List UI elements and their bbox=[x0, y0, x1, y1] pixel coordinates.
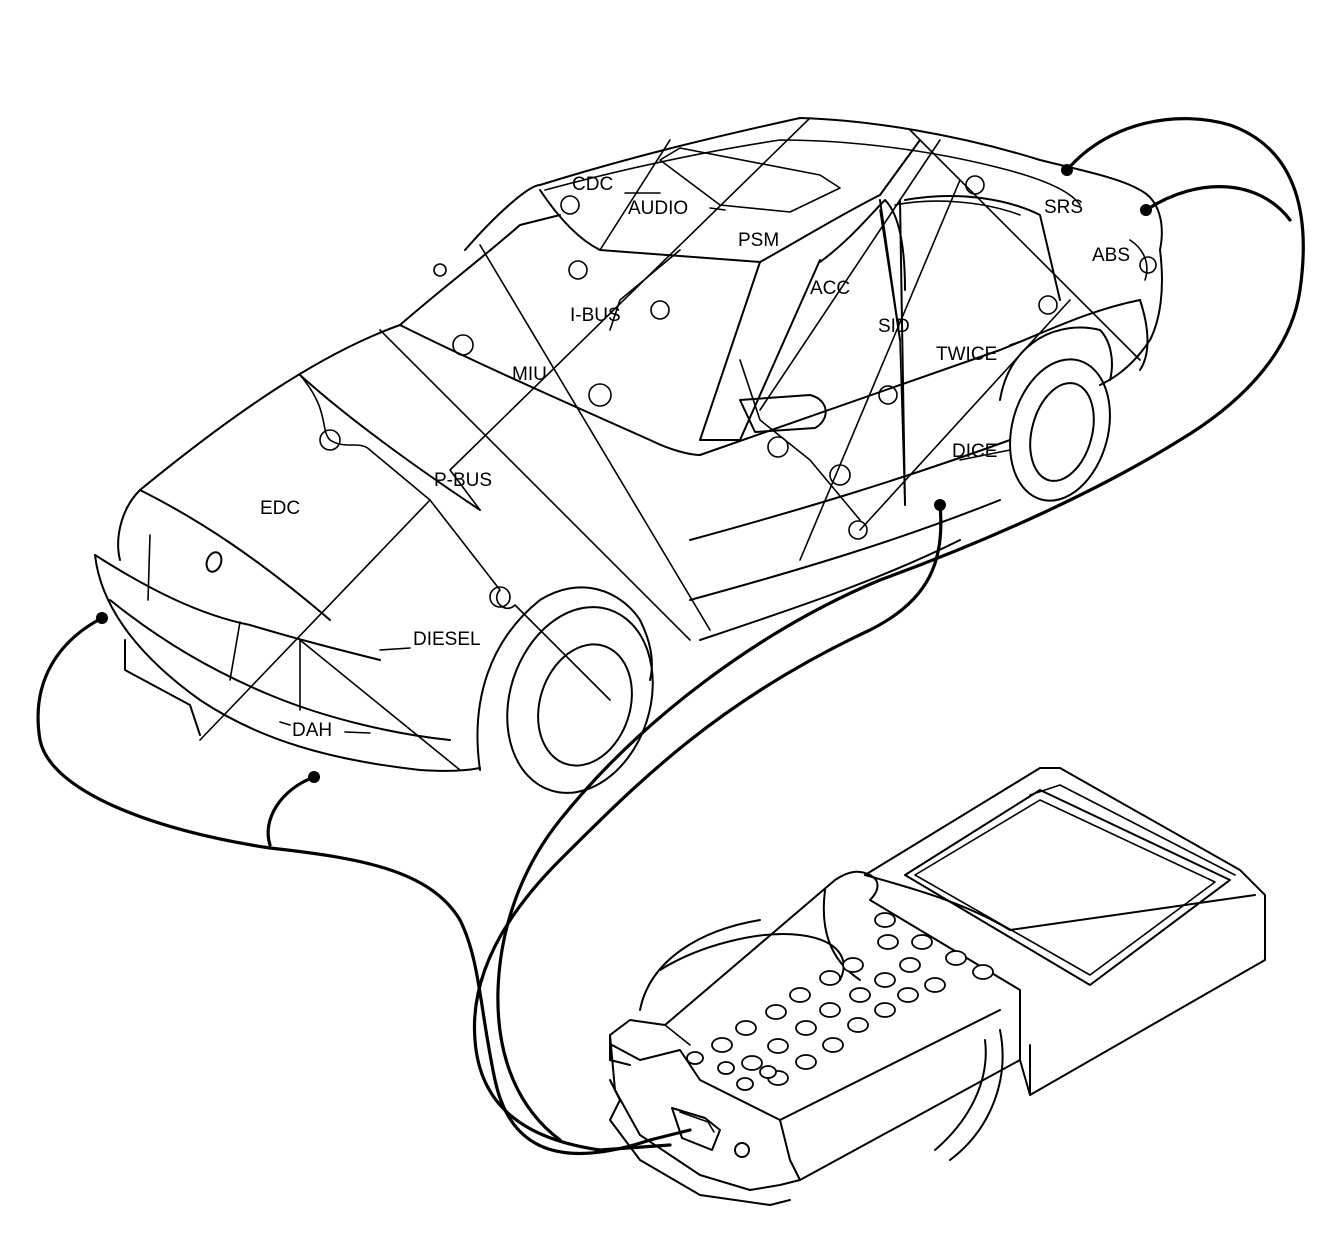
label-diesel: DIESEL bbox=[413, 629, 481, 650]
label-srs: SRS bbox=[1044, 197, 1083, 218]
module-labels: CDC AUDIO PSM SRS ABS ACC I-BUS SID MIU … bbox=[260, 174, 1130, 741]
label-dah: DAH bbox=[292, 720, 332, 741]
label-audio: AUDIO bbox=[628, 198, 688, 219]
label-cdc: CDC bbox=[572, 174, 613, 195]
cables bbox=[36, 117, 1305, 1155]
cable-connectors bbox=[96, 164, 1152, 783]
connector-abs bbox=[1140, 204, 1152, 216]
label-acc: ACC bbox=[810, 278, 850, 299]
keypad-keys bbox=[686, 912, 994, 1091]
connector-front-bumper bbox=[96, 612, 108, 624]
label-twice: TWICE bbox=[936, 344, 997, 365]
zone-lines bbox=[199, 117, 1157, 771]
diagnostic-scan-tool bbox=[609, 767, 1266, 1206]
connector-srs bbox=[1061, 164, 1073, 176]
connector-front-lower bbox=[308, 771, 320, 783]
label-edc: EDC bbox=[260, 498, 300, 519]
label-pbus: P-BUS bbox=[434, 470, 492, 491]
label-ibus: I-BUS bbox=[570, 305, 621, 326]
label-sid: SID bbox=[878, 316, 910, 337]
connector-dice bbox=[934, 499, 946, 511]
label-miu: MIU bbox=[512, 364, 547, 385]
label-psm: PSM bbox=[738, 230, 779, 251]
label-dice: DICE bbox=[952, 441, 997, 462]
car-body bbox=[94, 117, 1163, 794]
label-abs: ABS bbox=[1092, 245, 1130, 266]
